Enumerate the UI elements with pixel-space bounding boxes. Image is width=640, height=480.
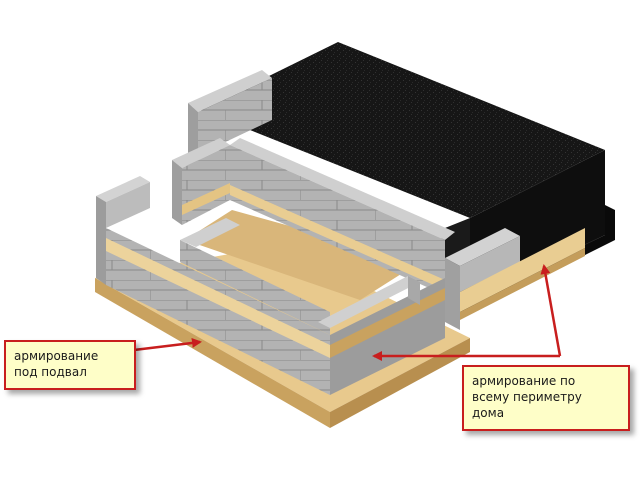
front-right-wall [318,276,445,395]
inner-back-wall [230,138,455,295]
front-left-wall [96,176,330,395]
inner-reinforcement-band [182,183,230,215]
perimeter-reinforcement-callout: армирование по всему периметру дома [462,365,630,431]
arrow-to-basement-reinforcement [133,337,202,352]
right-pillar [445,228,585,330]
arrow-to-pillar-band [540,264,562,357]
inner-left-wall [172,138,230,225]
basement-floor [185,210,420,300]
basement-reinforcement-callout: армирование под подвал [4,340,136,390]
